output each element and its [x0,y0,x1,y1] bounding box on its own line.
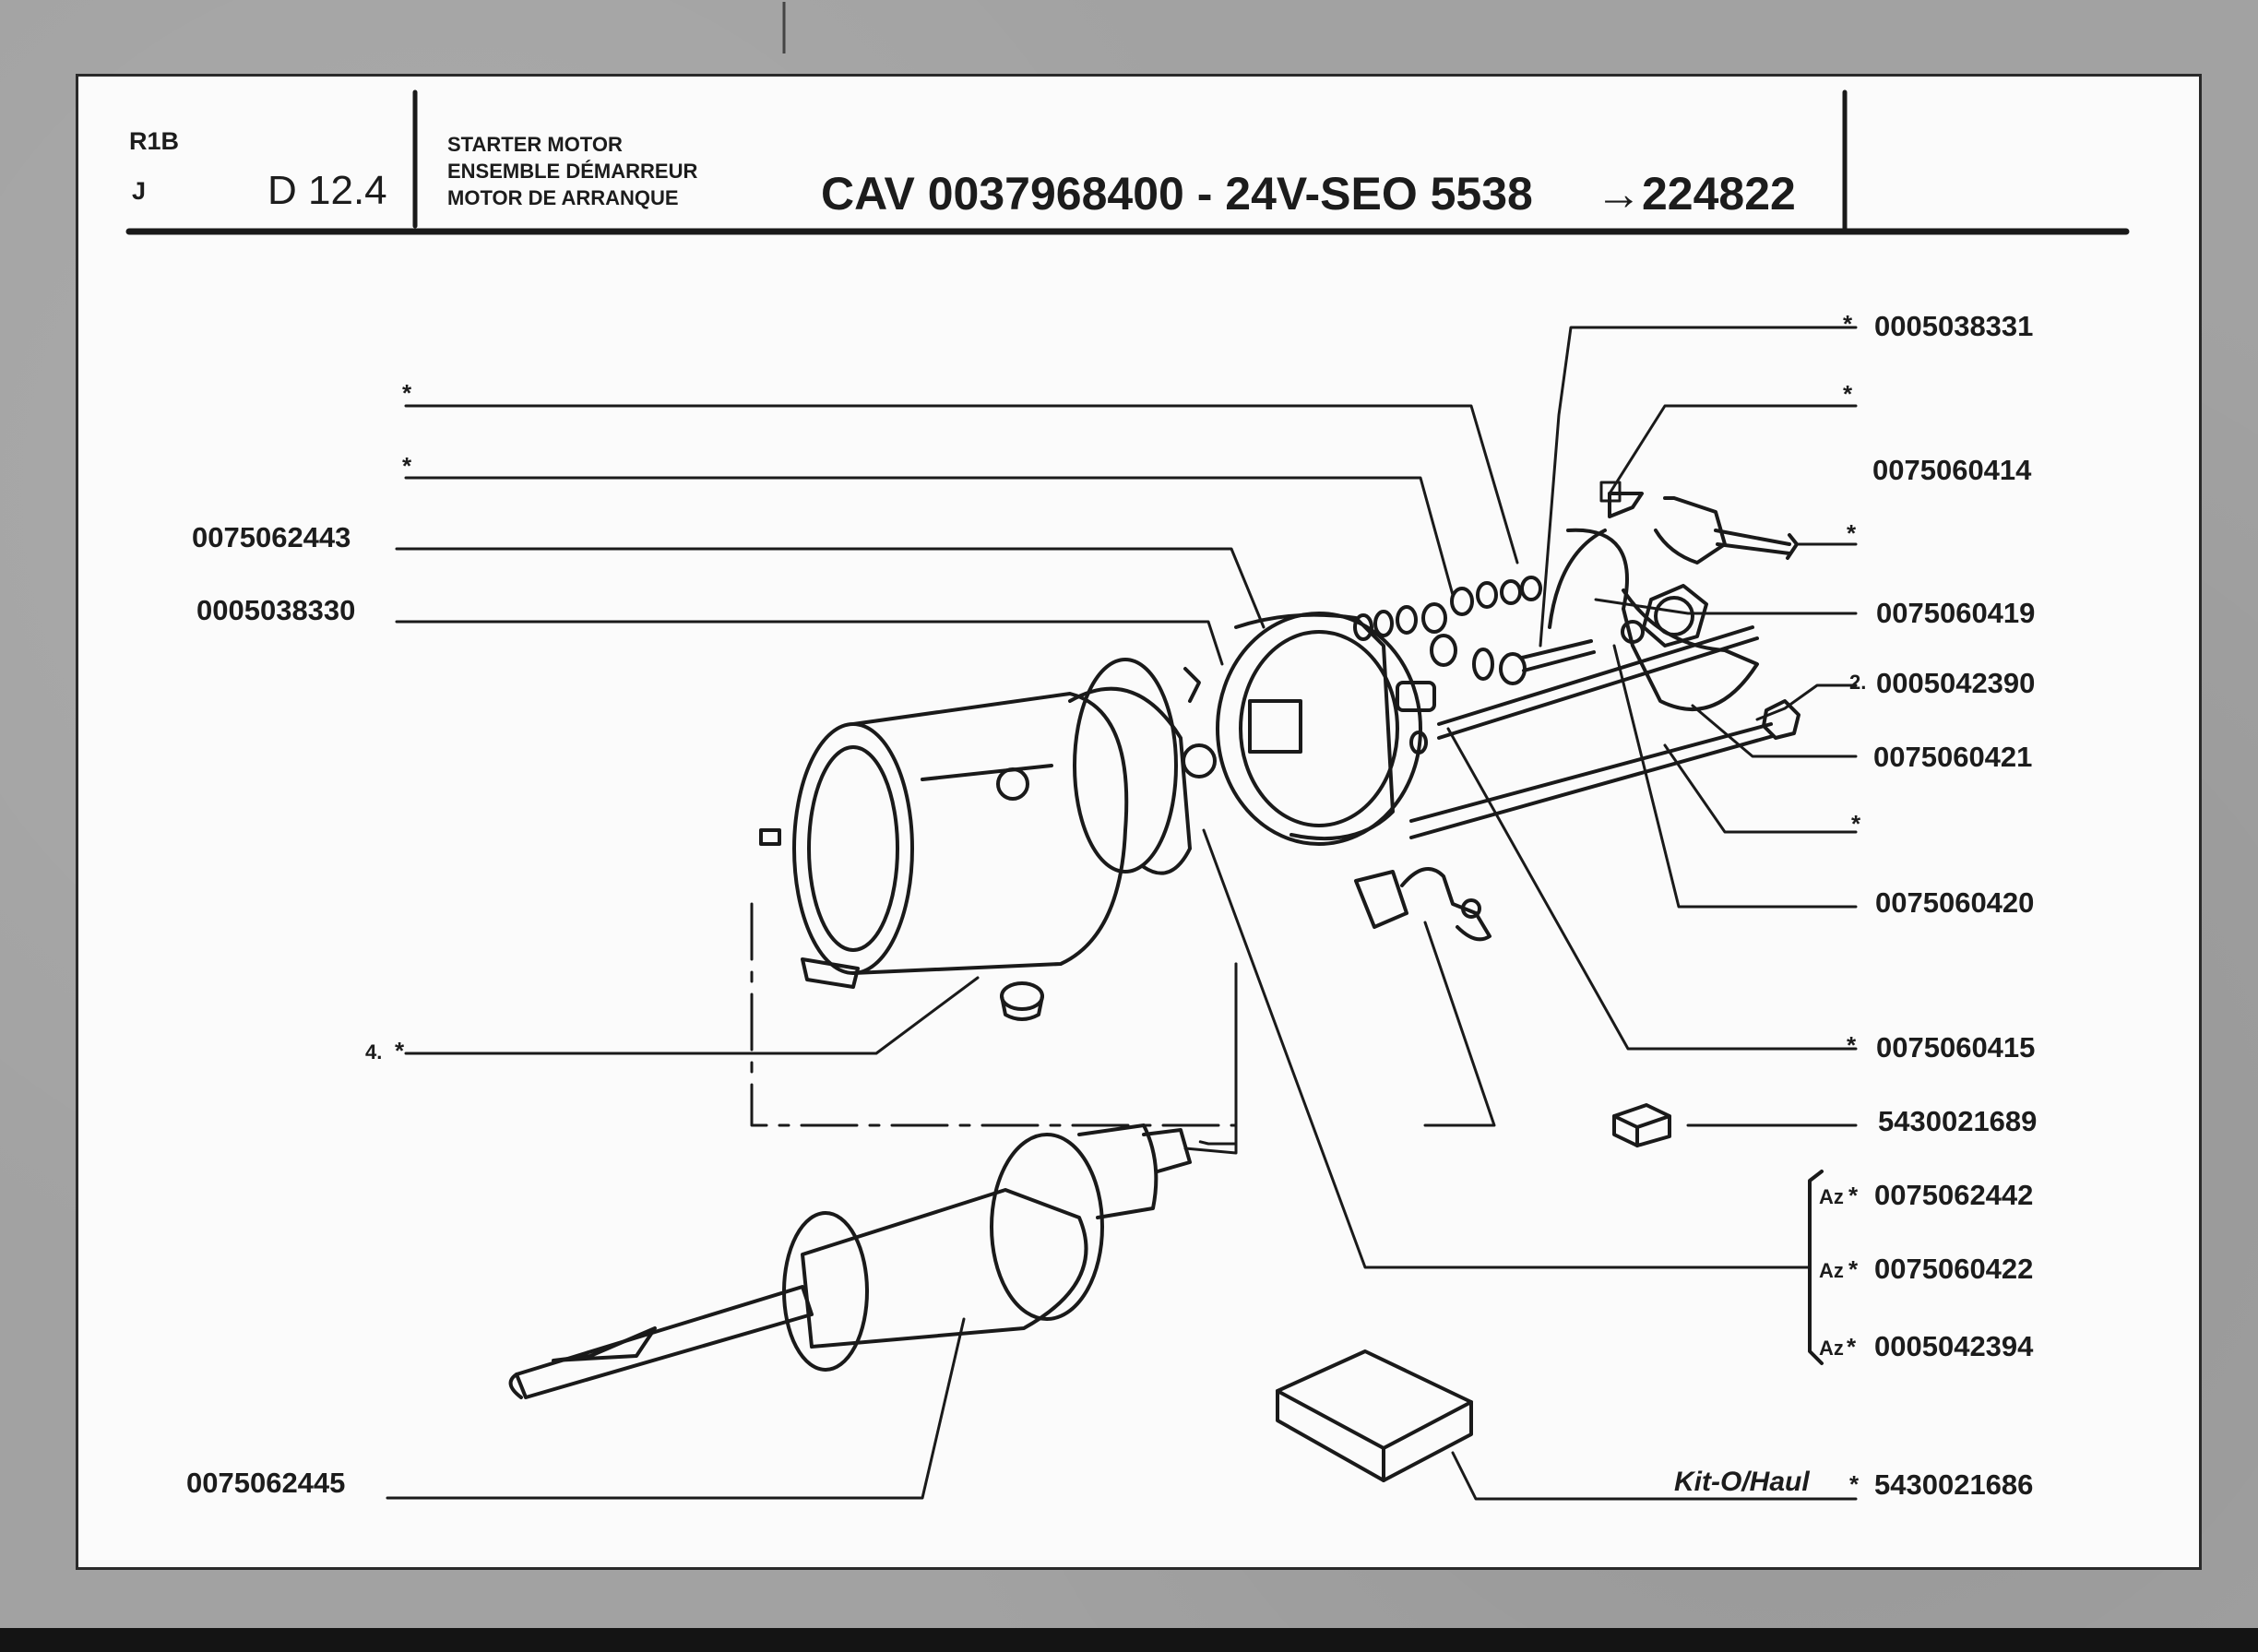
end-cover-drawing [1409,492,1800,839]
right-star-2: * [1843,380,1853,408]
part-number-0075060414: 0075060414 [1872,454,2032,486]
terminal-tag-icon [1599,481,1622,503]
ref-4-prefix: 4. [365,1040,383,1064]
armature-drawing [508,1123,1192,1399]
az-prefix-3: Az [1819,1337,1844,1360]
az-star-2: * [1848,1255,1859,1283]
right-star-8: * [1851,810,1861,838]
serial-from: →224822 [1596,168,1796,220]
az-star-3: * [1847,1333,1857,1361]
part-number-0075060415: 0075060415 [1876,1031,2036,1064]
leader-lines [386,326,1858,1501]
part-number-0005042390: 0005042390 [1876,667,2036,699]
part-number-0075062442: 0075062442 [1874,1179,2034,1211]
part-number-5430021689: 5430021689 [1878,1105,2038,1137]
group-code: J [132,177,147,205]
parts-sheet [76,74,2202,1570]
part-number-0005042394: 0005042394 [1874,1330,2034,1362]
right-star-10: * [1847,1031,1857,1059]
page-number: D 12.4 [267,168,387,213]
ref-2-prefix: 2. [1849,671,1867,694]
yoke-housing-drawing [759,692,1129,989]
right-star-4: * [1847,519,1857,547]
part-number-0075062443: 0075062443 [192,521,351,553]
series-code: R1B [129,127,180,155]
part-number-0075060422: 0075060422 [1874,1253,2034,1285]
part-number-0005038330: 0005038330 [196,594,356,626]
commutator-end-frame-drawing [1068,612,1422,875]
model-title: CAV 0037968400 - 24V-SEO 5538 [821,168,1533,220]
title-fr: ENSEMBLE DÉMARREUR [447,160,698,183]
scanner-edge [0,1628,2258,1652]
az-prefix-1: Az [1819,1185,1844,1208]
az-prefix-2: Az [1819,1259,1844,1282]
kit-box-drawing [1276,1349,1473,1482]
brush-block-drawing [1612,1103,1671,1147]
az-star-1: * [1848,1182,1859,1209]
ref-4-star: * [395,1037,405,1064]
title-en: STARTER MOTOR [447,133,623,156]
brush-holder-drawing [1354,867,1491,942]
part-number-0075060419: 0075060419 [1876,597,2036,629]
page-clip-mark [782,2,786,53]
right-star-1: * [1843,310,1853,338]
part-number-0075060421: 0075060421 [1873,741,2033,773]
washers-drawing [1353,576,1542,755]
left-star-1: * [402,379,412,407]
part-number-5430021686: 5430021686 [1874,1468,2034,1501]
plug-drawing [1000,981,1044,1021]
part-number-0005038331: 0005038331 [1874,310,2034,342]
part-number-0075062445: 0075062445 [186,1467,346,1499]
title-block: STARTER MOTOR ENSEMBLE DÉMARREUR MOTOR D… [447,131,697,211]
part-number-0075060420: 0075060420 [1875,886,2035,919]
kit-label: Kit-O/Haul [1674,1467,1810,1497]
title-es: MOTOR DE ARRANQUE [447,186,679,209]
group-bracket [1808,1170,1824,1365]
kit-star: * [1849,1470,1860,1498]
left-star-2: * [402,452,412,480]
